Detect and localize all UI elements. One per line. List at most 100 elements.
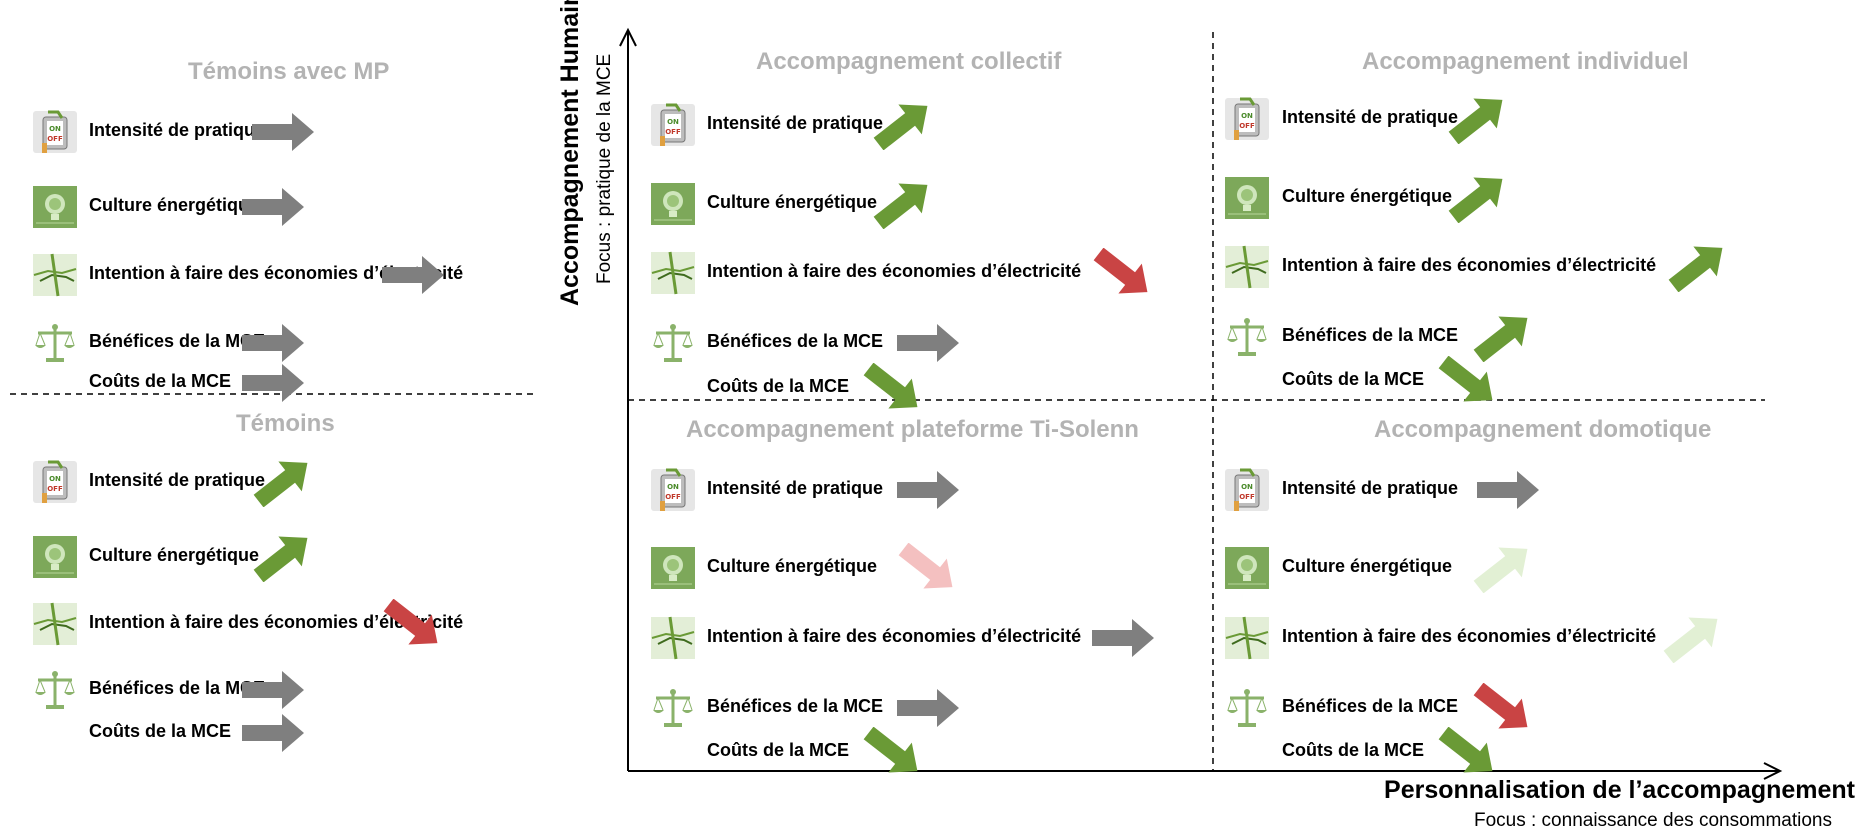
factor-label: Culture énergétique [1282,186,1453,206]
handshake-icon [1224,245,1270,289]
factor-label: Coûts de la MCE [89,371,232,391]
factor-label: Intensité de pratique [1282,107,1459,127]
trend-arrow-up [250,532,316,587]
y-axis-arrowhead [619,27,637,47]
trend-arrow-flat [1475,465,1541,520]
handshake-icon [32,602,78,646]
trend-arrow-up [1470,543,1536,598]
factor-label: Bénéfices de la MCE [1282,325,1459,345]
lightbulb-globe-icon [650,182,696,226]
trend-arrow-flat [240,182,306,237]
trend-arrow-flat [240,708,306,763]
handshake-icon [1224,616,1270,660]
factor-label: Bénéfices de la MCE [1282,696,1459,716]
factor-label: Coûts de la MCE [1282,369,1425,389]
svg-text:OFF: OFF [1239,122,1255,130]
svg-text:OFF: OFF [1239,493,1255,501]
svg-text:ON: ON [667,118,679,126]
factor-label: Bénéfices de la MCE [89,331,266,351]
factor-label: Coûts de la MCE [707,376,850,396]
svg-text:ON: ON [49,125,61,133]
factor-label: Culture énergétique [89,545,260,565]
trend-arrow-flat [240,665,306,720]
y-axis-label: Accompagnement Humain [556,0,584,306]
lightbulb-globe-icon [32,535,78,579]
on-off-switch-icon: ON OFF [1224,97,1270,141]
factor-label: Intensité de pratique [707,478,884,498]
factor-label: Intention à faire des économies d’électr… [707,626,1082,646]
panel-title: Accompagnement domotique [1374,416,1712,443]
svg-text:ON: ON [1241,112,1253,120]
factor-label: Intention à faire des économies d’électr… [89,263,464,283]
trend-arrow-flat [1090,613,1156,668]
factor-label: Intention à faire des économies d’électr… [1282,255,1657,275]
trend-arrow-flat [240,358,306,413]
trend-arrow-up [1445,94,1511,149]
trend-arrow-down [1435,726,1501,782]
trend-arrow-up [1660,613,1726,668]
x-axis-arrowhead [1763,762,1783,780]
balance-scale-icon [32,668,78,712]
trend-arrow-up [870,100,936,155]
factor-label: Intention à faire des économies d’électr… [707,261,1082,281]
panel-title: Témoins avec MP [188,58,390,85]
trend-arrow-flat [895,318,961,373]
trend-arrow-down [1090,247,1156,303]
factor-label: Bénéfices de la MCE [707,696,884,716]
svg-text:OFF: OFF [665,493,681,501]
trend-arrow-up [1445,173,1511,228]
panel-title: Accompagnement collectif [756,48,1062,75]
balance-scale-icon [1224,315,1270,359]
trend-arrow-flat [250,107,316,162]
svg-text:OFF: OFF [47,135,63,143]
panel-title: Accompagnement individuel [1362,48,1689,75]
factor-label: Intention à faire des économies d’électr… [1282,626,1657,646]
trend-arrow-down [860,726,926,782]
factor-label: Intensité de pratique [1282,478,1459,498]
x-axis-sublabel: Focus : connaissance des consommations [1473,810,1832,831]
trend-arrow-up [870,179,936,234]
factor-label: Intention à faire des économies d’électr… [89,612,464,632]
factor-label: Culture énergétique [707,556,878,576]
factor-label: Coûts de la MCE [1282,740,1425,760]
panel-title: Témoins [236,410,335,437]
factor-label: Coûts de la MCE [89,721,232,741]
balance-scale-icon [650,686,696,730]
panel-title: Accompagnement plateforme Ti-Solenn [686,416,1139,443]
handshake-icon [32,253,78,297]
factor-label: Coûts de la MCE [707,740,850,760]
svg-text:OFF: OFF [47,485,63,493]
balance-scale-icon [650,321,696,365]
y-axis-sublabel: Focus : pratique de la MCE [594,53,615,284]
trend-arrow-flat [895,683,961,738]
trend-arrow-up [1665,242,1731,297]
trend-arrow-flat [895,465,961,520]
on-off-switch-icon: ON OFF [650,103,696,147]
factor-label: Culture énergétique [1282,556,1453,576]
on-off-switch-icon: ON OFF [32,460,78,504]
trend-arrow-up [250,457,316,512]
trend-arrow-down [860,362,926,418]
trend-arrow-up [1470,312,1536,367]
lightbulb-globe-icon [32,185,78,229]
on-off-switch-icon: ON OFF [1224,468,1270,512]
svg-text:OFF: OFF [665,128,681,136]
trend-arrow-down [1435,355,1501,411]
svg-text:ON: ON [1241,483,1253,491]
on-off-switch-icon: ON OFF [32,110,78,154]
balance-scale-icon [1224,686,1270,730]
factor-label: Intensité de pratique [89,120,266,140]
handshake-icon [650,251,696,295]
balance-scale-icon [32,321,78,365]
factor-label: Culture énergétique [89,195,260,215]
trend-arrow-flat [380,250,446,305]
x-axis-label: Personnalisation de l’accompagnement [1384,776,1855,804]
lightbulb-globe-icon [1224,176,1270,220]
handshake-icon [650,616,696,660]
factor-label: Bénéfices de la MCE [707,331,884,351]
svg-text:ON: ON [49,475,61,483]
factor-label: Intensité de pratique [89,470,266,490]
